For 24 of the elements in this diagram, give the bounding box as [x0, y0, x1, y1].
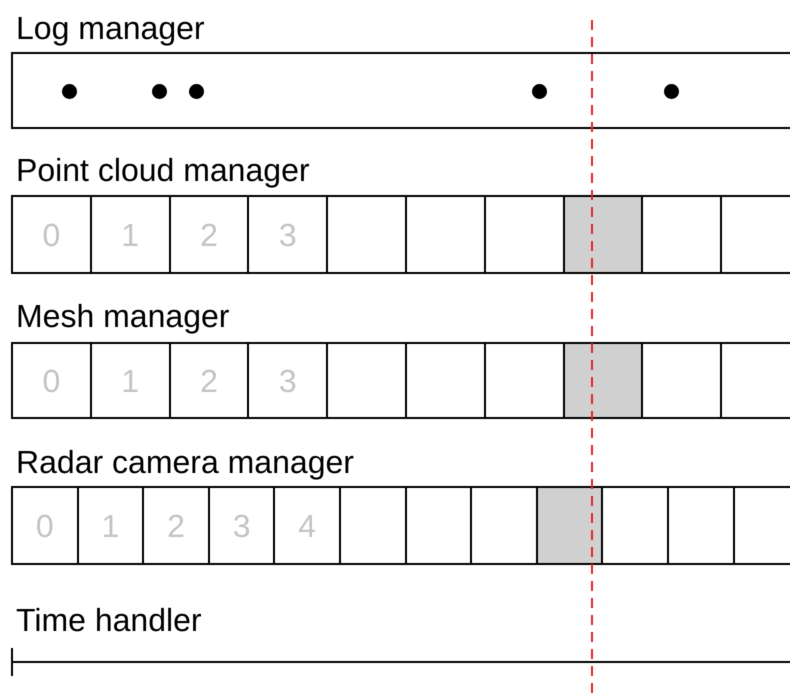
slot-number: 2 [200, 216, 218, 252]
section-heading: Point cloud manager [16, 152, 310, 188]
slot-number: 1 [121, 216, 140, 252]
section-heading: Log manager [16, 10, 205, 46]
section-heading: Time handler [16, 602, 202, 638]
slot-number: 1 [121, 362, 140, 398]
slot-number: 2 [167, 508, 185, 544]
highlighted-slot [562, 344, 642, 417]
slot-number: 4 [298, 508, 316, 544]
slot-number: 2 [200, 362, 218, 398]
slot-number: 1 [101, 508, 120, 544]
section-heading: Mesh manager [16, 298, 230, 334]
buffer-slot [208, 488, 274, 563]
section-heading: Radar camera manager [16, 444, 354, 480]
buffer-slot [168, 197, 248, 272]
slot-number: 0 [36, 508, 54, 544]
slot-number: 3 [278, 362, 297, 398]
slot-number: 0 [42, 362, 60, 398]
slot-number: 0 [42, 216, 60, 252]
slot-number: 3 [278, 216, 297, 252]
buffer-slot [168, 344, 248, 417]
highlighted-slot [562, 197, 642, 272]
slot-number: 3 [232, 508, 250, 544]
highlighted-slot [536, 488, 602, 563]
